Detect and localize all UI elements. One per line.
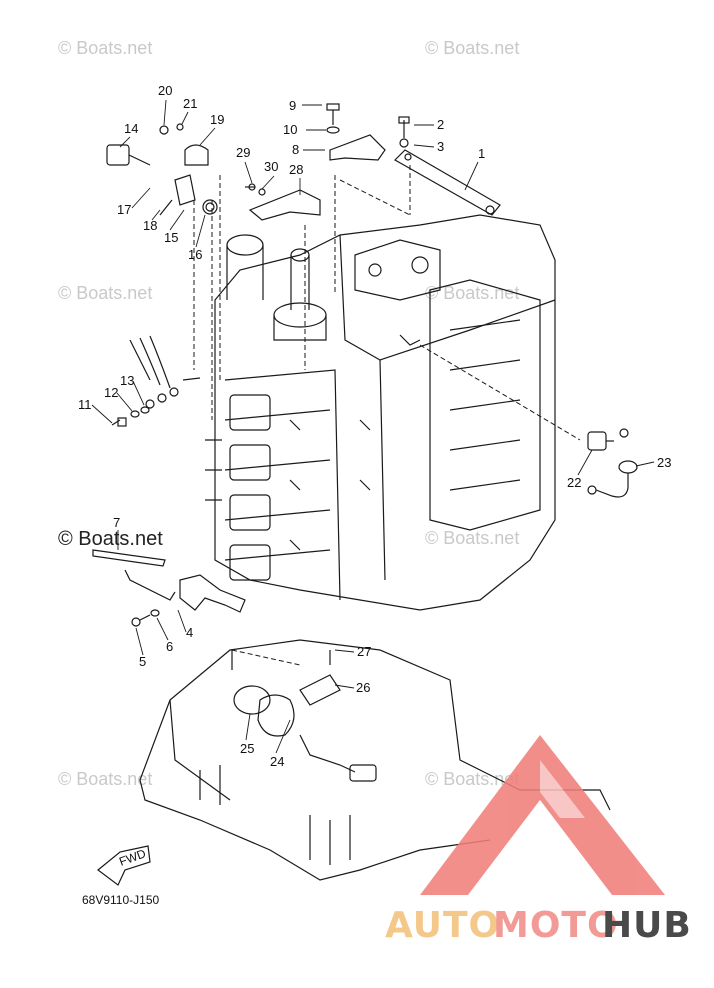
callout-labels: 1 2 3 4 5 6 7 8 9 10 11 12 13 14 15 16 1… (78, 83, 671, 769)
callout-11: 11 (78, 397, 92, 412)
callout-13: 13 (120, 373, 134, 388)
fwd-label: FWD (117, 846, 148, 869)
callout-7: 7 (113, 515, 120, 530)
sensor-parts (587, 428, 638, 498)
callout-5: 5 (139, 654, 146, 669)
fwd-arrow-icon: FWD (97, 845, 151, 886)
callout-16: 16 (188, 247, 202, 262)
watermark: © Boats.net (425, 283, 519, 303)
brand-hub: HUB (602, 905, 692, 946)
callout-6: 6 (166, 639, 173, 654)
leader-lines (91, 99, 655, 754)
callout-27: 27 (357, 644, 371, 659)
callout-9: 9 (289, 98, 296, 113)
wire-ground-parts (111, 335, 201, 427)
automotohub-logo-icon (420, 735, 665, 895)
callout-4: 4 (186, 625, 193, 640)
watermark: © Boats.net (425, 38, 519, 58)
dashed-leaders (193, 165, 581, 666)
callout-2: 2 (437, 117, 444, 132)
callout-14: 14 (124, 121, 138, 136)
callout-3: 3 (437, 139, 444, 154)
callout-12: 12 (104, 385, 118, 400)
callout-15: 15 (164, 230, 178, 245)
watermarks: © Boats.net © Boats.net © Boats.net © Bo… (58, 38, 519, 789)
callout-1: 1 (478, 146, 485, 161)
callout-25: 25 (240, 741, 254, 756)
callout-21: 21 (183, 96, 197, 111)
callout-26: 26 (356, 680, 370, 695)
watermark: © Boats.net (425, 528, 519, 548)
callout-8: 8 (292, 142, 299, 157)
lower-bracket-parts (92, 549, 246, 627)
automotohub-wordmark: AUTO MOTO HUB (385, 905, 692, 946)
callout-24: 24 (270, 754, 284, 769)
callout-19: 19 (210, 112, 224, 127)
watermark: © Boats.net (58, 38, 152, 58)
engine-block (205, 214, 556, 611)
callout-28: 28 (289, 162, 303, 177)
callout-23: 23 (657, 455, 671, 470)
callout-30: 30 (264, 159, 278, 174)
diagram-code: 68V9110-J150 (82, 893, 160, 907)
callout-17: 17 (117, 202, 131, 217)
brand-moto: MOTO (493, 905, 619, 946)
watermark: © Boats.net (58, 769, 152, 789)
callout-29: 29 (236, 145, 250, 160)
callout-22: 22 (567, 475, 581, 490)
callout-10: 10 (283, 122, 297, 137)
brand-auto: AUTO (385, 905, 500, 946)
callout-20: 20 (158, 83, 172, 98)
callout-18: 18 (143, 218, 157, 233)
bottom-cowling (139, 639, 611, 881)
watermark: © Boats.net (425, 769, 519, 789)
watermark-dark: © Boats.net (58, 528, 163, 550)
watermark: © Boats.net (58, 283, 152, 303)
